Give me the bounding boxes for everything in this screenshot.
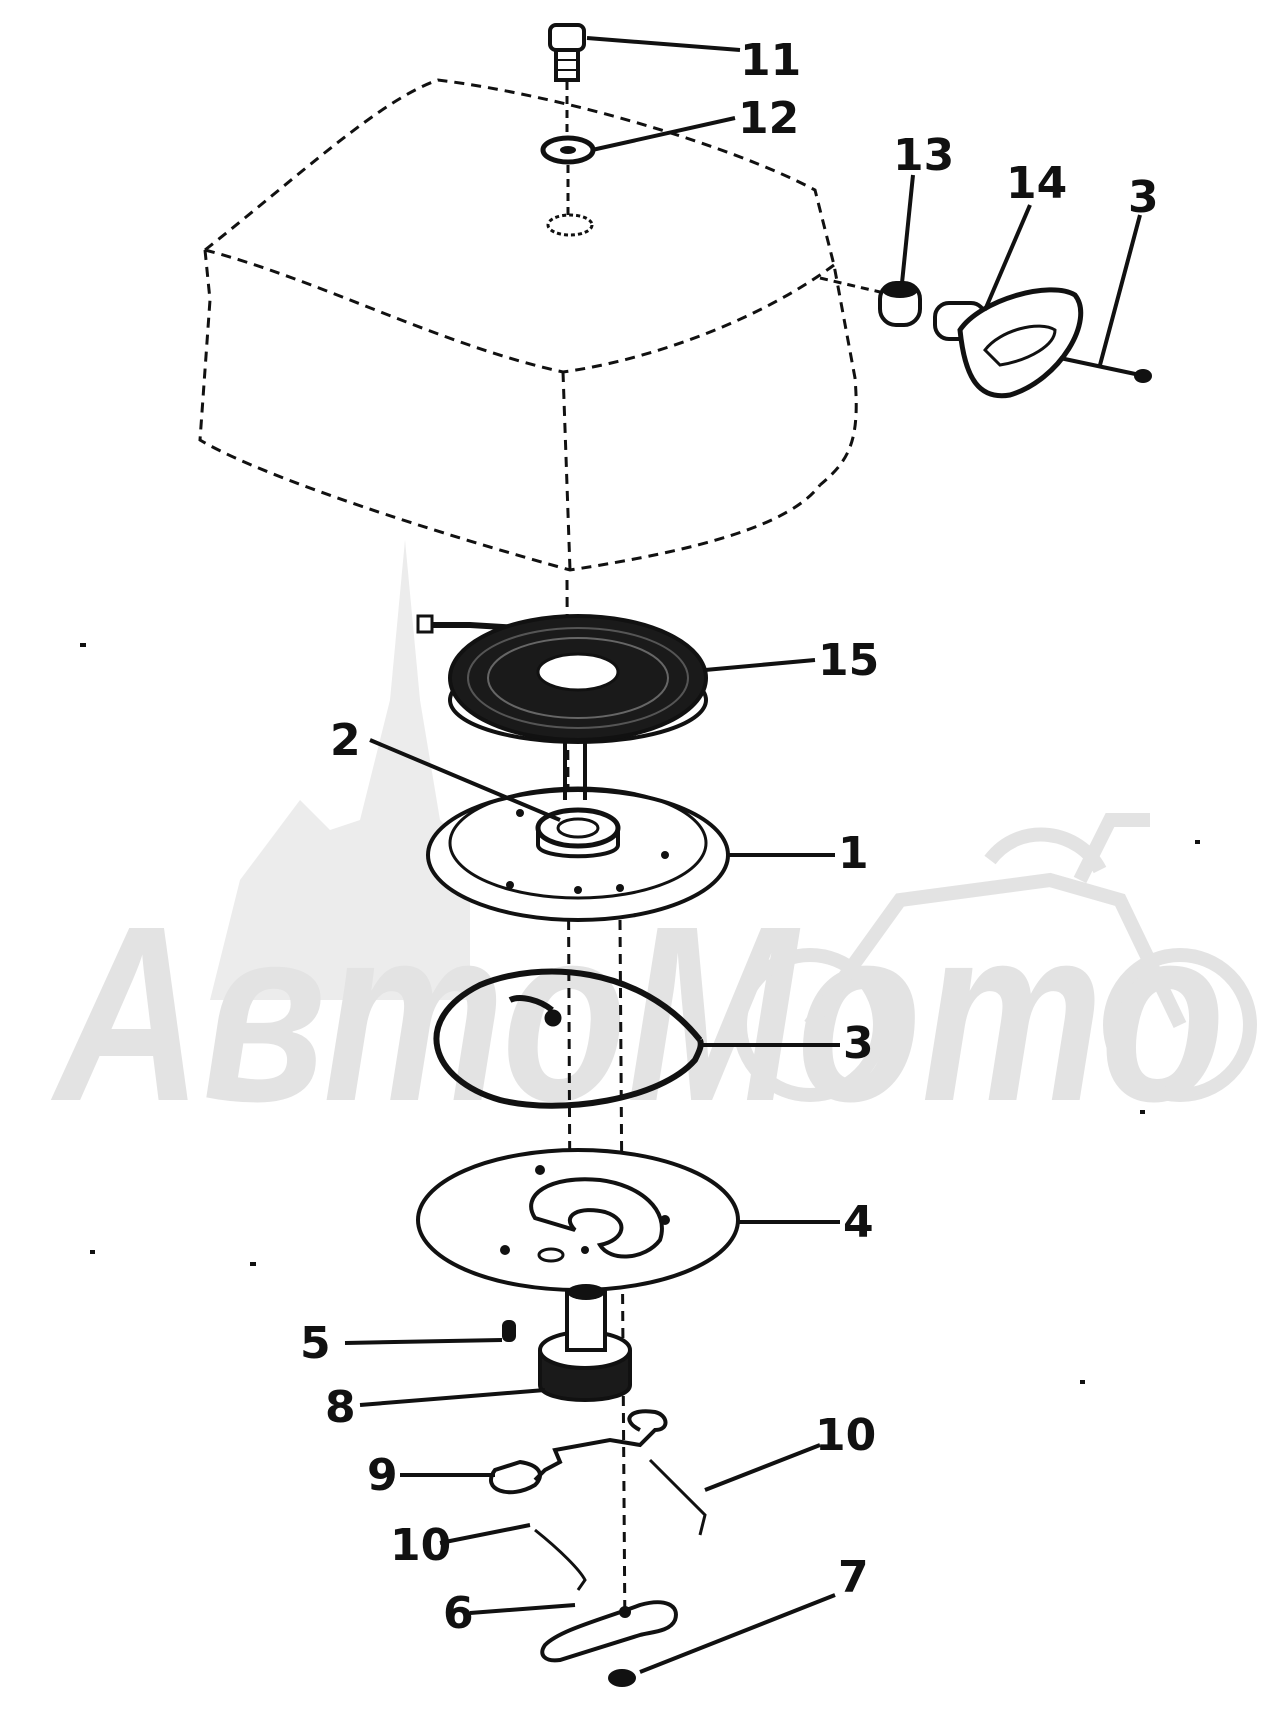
leader-11 (586, 36, 741, 52)
callout-10-right: 10 (815, 1410, 876, 1461)
leader-5 (344, 1338, 503, 1345)
part-8-drive-hub (538, 1284, 632, 1402)
callout-3-top: 3 (1128, 172, 1159, 223)
callout-labels: 11 12 13 14 3 15 2 1 3 4 5 8 9 10 10 6 7 (300, 35, 1159, 1639)
leader-14 (983, 204, 1032, 311)
leader-10-left (439, 1523, 531, 1545)
part-7-clip (608, 1669, 636, 1687)
part-11-screw (548, 23, 586, 135)
callout-2: 2 (330, 715, 361, 766)
leader-6 (469, 1603, 576, 1615)
leader-15 (704, 658, 816, 672)
part-12-washer (540, 135, 596, 237)
callout-9: 9 (367, 1450, 398, 1501)
part-2-hub (535, 740, 621, 859)
callout-12: 12 (738, 93, 799, 144)
part-4-cam-plate (416, 1148, 740, 1292)
part-6-pawl (540, 1600, 678, 1663)
part-10-spring-right (648, 1458, 707, 1536)
callout-4: 4 (843, 1197, 874, 1248)
watermark-text: АвтоМото (50, 874, 1225, 1153)
part-13-bushing (819, 276, 922, 327)
callout-7: 7 (838, 1552, 869, 1603)
callout-15: 15 (818, 635, 879, 686)
leader-7 (639, 1593, 836, 1674)
part-3-pin (1059, 356, 1152, 383)
callout-6: 6 (443, 1588, 474, 1639)
cover-housing (198, 78, 858, 572)
leader-2 (369, 738, 561, 822)
callout-13: 13 (893, 130, 954, 181)
leader-12 (591, 116, 736, 152)
scan-specks (80, 643, 1200, 1384)
callout-11: 11 (740, 35, 801, 86)
leader-lines (344, 36, 1142, 1674)
part-9-pawl (489, 1409, 668, 1495)
watermark: АвтоМото (50, 540, 1257, 1153)
part-14-handle (933, 287, 1084, 399)
part-10-spring-left (534, 1528, 587, 1591)
callout-8: 8 (325, 1382, 356, 1433)
callout-3-mid: 3 (843, 1018, 874, 1069)
callout-5: 5 (300, 1318, 331, 1369)
callout-10-left: 10 (390, 1520, 451, 1571)
callout-1: 1 (838, 828, 869, 879)
leader-3-top (1098, 214, 1142, 366)
leader-8 (359, 1388, 546, 1407)
part-5-pin (502, 1320, 516, 1342)
part-15-rewind-spring (416, 614, 708, 744)
part-3-spring-ring (433, 968, 704, 1109)
watermark-motorcycle (733, 813, 1257, 1102)
leader-10-right (704, 1443, 821, 1492)
callout-14: 14 (1006, 158, 1067, 209)
leader-13 (900, 174, 915, 284)
watermark-spire (210, 540, 470, 1000)
